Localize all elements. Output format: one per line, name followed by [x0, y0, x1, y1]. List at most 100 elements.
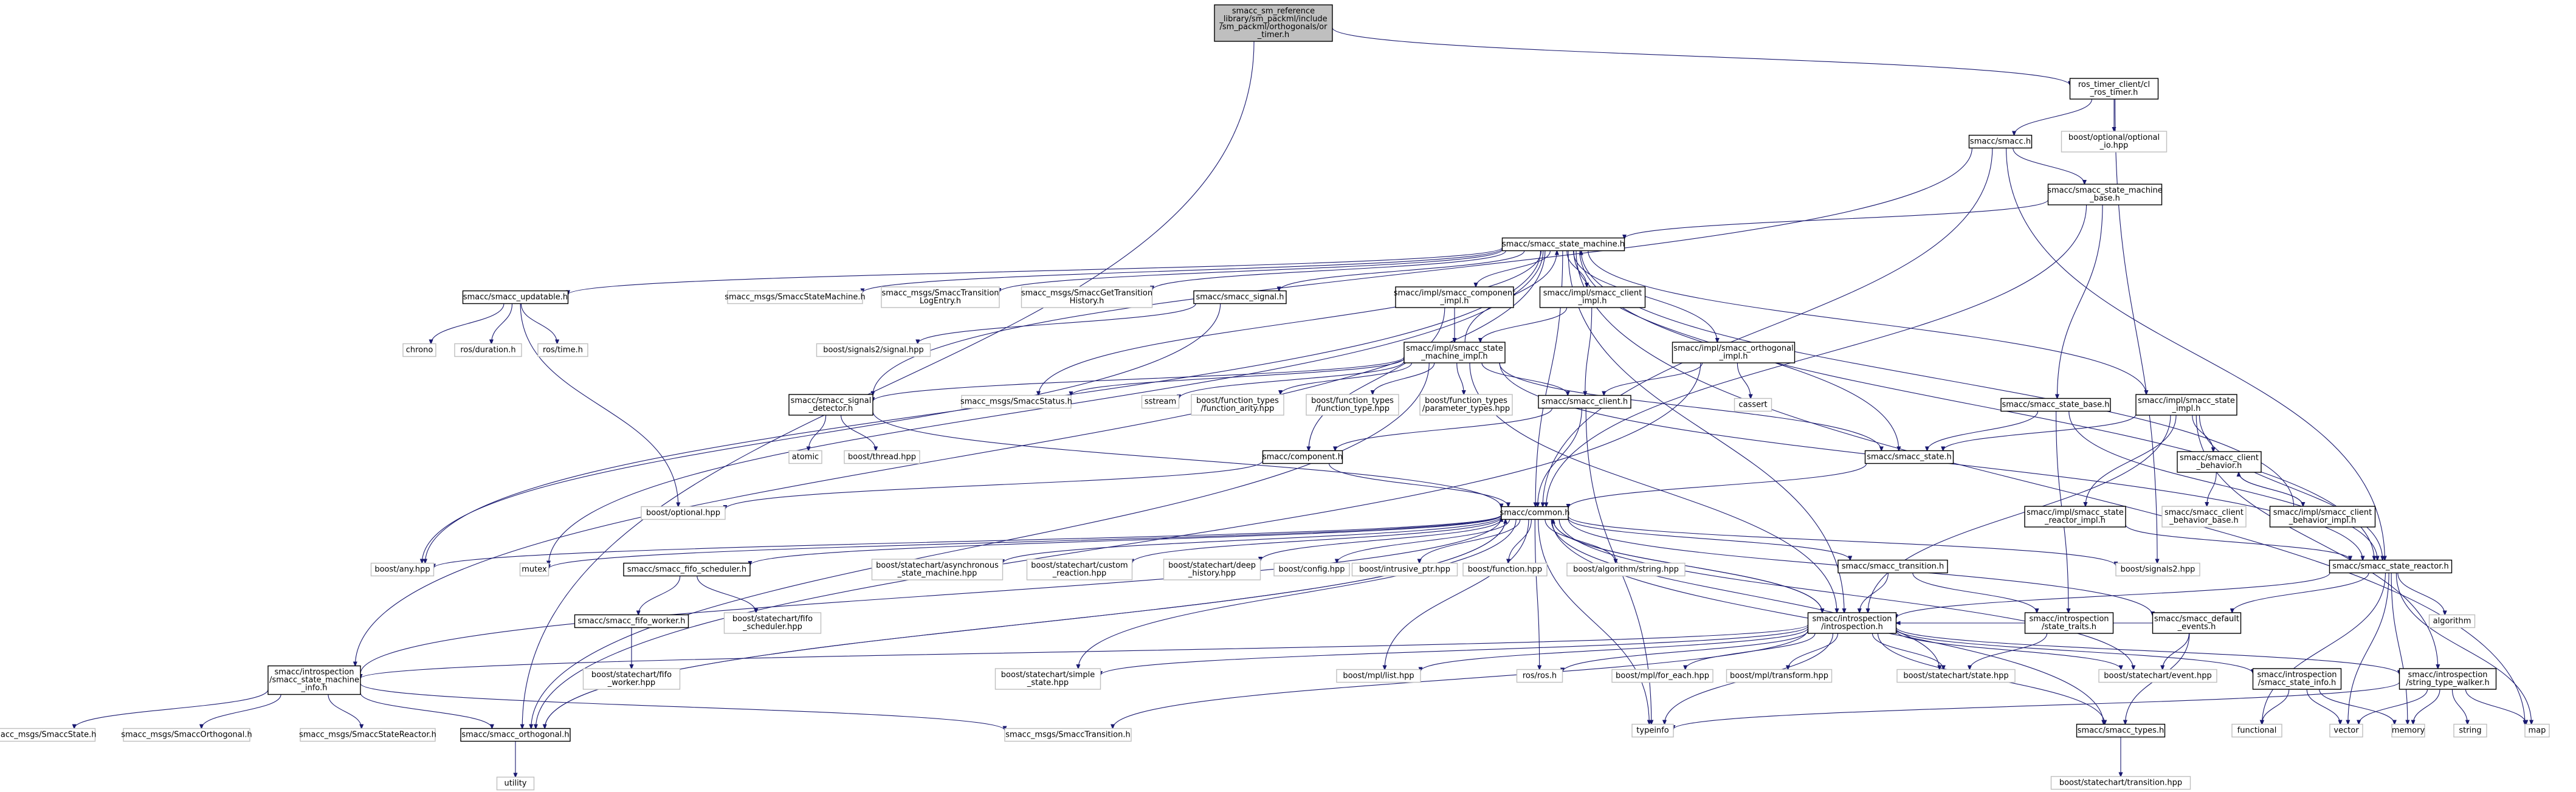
node-typeinfo[interactable]: typeinfo: [1631, 723, 1674, 738]
node-label: _impl.h: [1577, 297, 1607, 306]
node-signal-h[interactable]: smacc/smacc_signal.h: [1193, 290, 1287, 305]
node-intrusive-ptr[interactable]: boost/intrusive_ptr.hpp: [1351, 562, 1458, 577]
node-boost-thread[interactable]: boost/thread.hpp: [844, 450, 920, 464]
node-label: boost/config.hpp: [1278, 565, 1345, 574]
node-state-impl[interactable]: smacc/impl/smacc_state_impl.h: [2135, 394, 2237, 416]
edge-sm-impl-to-signal-detector: [873, 356, 1405, 401]
node-ft-param[interactable]: boost/function_types/parameter_types.hpp: [1419, 394, 1513, 416]
node-sc-transition[interactable]: boost/statechart/transition.hpp: [2050, 776, 2191, 790]
node-state-base[interactable]: smacc/smacc_state_base.h: [2000, 398, 2111, 412]
node-component-h[interactable]: smacc/component.h: [1262, 450, 1343, 464]
node-component-impl[interactable]: smacc/impl/smacc_component_impl.h: [1394, 286, 1515, 308]
node-type-walker[interactable]: smacc/introspection/string_type_walker.h: [2399, 668, 2497, 690]
node-common-h[interactable]: smacc/common.h: [1500, 506, 1570, 520]
node-transition-h[interactable]: smacc/smacc_transition.h: [1837, 559, 1948, 574]
node-root[interactable]: smacc_sm_reference_library/sm_packml/inc…: [1214, 4, 1333, 42]
node-ros-ros[interactable]: ros/ros.h: [1516, 669, 1563, 683]
node-sc-event[interactable]: boost/statechart/event.hpp: [2098, 669, 2217, 683]
node-boost-config[interactable]: boost/config.hpp: [1273, 562, 1350, 577]
edge-state-machine-h-to-msg-status: [1038, 250, 1542, 396]
node-vector[interactable]: vector: [2329, 723, 2363, 738]
node-map[interactable]: map: [2524, 723, 2550, 738]
node-sc-custom[interactable]: boost/statechart/custom_reaction.hpp: [1026, 559, 1133, 580]
node-boost-function[interactable]: boost/function.hpp: [1462, 562, 1548, 577]
node-mutex[interactable]: mutex: [519, 562, 549, 577]
node-memory[interactable]: memory: [2391, 723, 2425, 738]
node-mpl-list[interactable]: boost/mpl/list.hpp: [1336, 669, 1421, 683]
node-chrono[interactable]: chrono: [402, 343, 436, 357]
node-ft-type[interactable]: boost/function_types/function_type.hpp: [1306, 394, 1399, 416]
edge-common-h-to-sc-async: [1003, 515, 1502, 563]
node-algo-string[interactable]: boost/algorithm/string.hpp: [1566, 562, 1686, 577]
node-functional[interactable]: functional: [2231, 723, 2282, 738]
node-fifo-sched-bs[interactable]: boost/statechart/fifo_scheduler.hpp: [723, 612, 822, 634]
node-algorithm[interactable]: algorithm: [2428, 614, 2476, 628]
node-mpl-transform[interactable]: boost/mpl/transform.hpp: [1726, 669, 1833, 683]
node-sc-async[interactable]: boost/statechart/asynchronous_state_mach…: [871, 559, 1004, 580]
node-box: [1273, 562, 1350, 577]
node-simple-state[interactable]: boost/statechart/simple_state.hpp: [994, 668, 1101, 690]
node-client-behavior-base[interactable]: smacc/smacc_client_behavior_base.h: [2161, 506, 2247, 528]
node-default-events[interactable]: smacc/smacc_default_events.h: [2152, 612, 2242, 634]
node-sc-deep[interactable]: boost/statechart/deep_history.hpp: [1163, 559, 1261, 580]
edge-introspection-to-msg-transition: [1113, 629, 1809, 728]
node-state-traits[interactable]: smacc/introspection/state_traits.h: [2024, 612, 2114, 634]
node-msg-sm[interactable]: smacc_msgs/SmaccStateMachine.h: [725, 290, 866, 305]
node-boost-optional[interactable]: boost/optional.hpp: [641, 506, 726, 520]
node-label: smacc_sm_reference: [1232, 7, 1315, 16]
node-client-behavior-impl[interactable]: smacc/impl/smacc_client_behavior_impl.h: [2269, 506, 2376, 528]
node-client-behavior[interactable]: smacc/smacc_client_behavior.h: [2177, 451, 2262, 473]
node-msg-reactor[interactable]: smacc_msgs/SmaccStateReactor.h: [299, 728, 436, 742]
node-box: [641, 506, 726, 520]
node-ros-time[interactable]: ros/time.h: [537, 343, 588, 357]
node-ft-arity[interactable]: boost/function_types/function_arity.hpp: [1191, 394, 1284, 416]
node-state-machine-h[interactable]: smacc/smacc_state_machine.h: [1501, 237, 1625, 252]
edge-transition-h-to-introspection: [1859, 573, 1889, 613]
node-box: [1501, 237, 1625, 252]
node-boost-optional-io[interactable]: boost/optional/optional_io.hpp: [2061, 131, 2168, 153]
node-atomic[interactable]: atomic: [788, 450, 822, 464]
node-fifo-worker[interactable]: smacc/smacc_fifo_worker.h: [574, 614, 689, 628]
node-sm-impl[interactable]: smacc/impl/smacc_state_machine_impl.h: [1403, 342, 1506, 363]
node-signals2[interactable]: boost/signals2.hpp: [2115, 562, 2200, 577]
node-boost-any[interactable]: boost/any.hpp: [370, 562, 435, 577]
node-msg-transition[interactable]: smacc_msgs/SmaccTransition.h: [1004, 728, 1132, 742]
node-sm-info[interactable]: smacc/introspection/smacc_state_machine_…: [267, 665, 361, 695]
node-fifo-worker-bs[interactable]: boost/statechart/fifo_worker.hpp: [582, 668, 681, 690]
node-client-h[interactable]: smacc/smacc_client.h: [1538, 394, 1631, 409]
node-smacc-h[interactable]: smacc/smacc.h: [1968, 134, 2033, 149]
node-introspection[interactable]: smacc/introspection/introspection.h: [1807, 612, 1897, 634]
node-state-reactor-impl[interactable]: smacc/impl/smacc_state_reactor_impl.h: [2024, 506, 2126, 528]
node-sc-state[interactable]: boost/statechart/state.hpp: [1896, 669, 2016, 683]
node-label: smacc/smacc_orthogonal.h: [461, 731, 569, 740]
node-mpl-for-each[interactable]: boost/mpl/for_each.hpp: [1611, 669, 1713, 683]
node-orthogonal-h[interactable]: smacc/smacc_orthogonal.h: [460, 728, 571, 742]
node-box: [2177, 451, 2262, 473]
node-updatable[interactable]: smacc/smacc_updatable.h: [462, 290, 569, 305]
node-msg-orth[interactable]: smacc_msgs/SmaccOrthogonal.h: [121, 728, 252, 742]
node-cassert[interactable]: cassert: [1734, 398, 1772, 412]
node-utility[interactable]: utility: [496, 776, 535, 791]
node-client-impl[interactable]: smacc/impl/smacc_client_impl.h: [1539, 286, 1646, 308]
node-state-machine-base[interactable]: smacc/smacc_state_machine_base.h: [2047, 184, 2163, 205]
node-ros-duration[interactable]: ros/duration.h: [454, 343, 522, 357]
node-signal-detector[interactable]: smacc/smacc_signal_detector.h: [788, 394, 873, 416]
node-msg-state[interactable]: smacc_msgs/SmaccState.h: [0, 728, 97, 742]
node-smacc-types[interactable]: smacc/smacc_types.h: [2076, 723, 2166, 738]
node-label: _impl.h: [1718, 352, 1748, 361]
node-label: smacc/introspection: [2029, 615, 2109, 624]
node-string[interactable]: string: [2453, 723, 2487, 738]
node-ros-timer-client[interactable]: ros_timer_client/cl_ros_timer.h: [2069, 78, 2159, 100]
node-state-reactor[interactable]: smacc/smacc_state_reactor.h: [2329, 559, 2453, 574]
node-fifo-scheduler[interactable]: smacc/smacc_fifo_scheduler.h: [623, 562, 751, 577]
edge-common-h-to-intrusive-ptr: [1419, 519, 1521, 563]
node-label: smacc/impl/smacc_client: [2273, 508, 2372, 517]
node-msg-status[interactable]: smacc_msgs/SmaccStatus.h: [960, 394, 1072, 409]
node-signals2-signal[interactable]: boost/signals2/signal.hpp: [816, 343, 931, 357]
node-state-h[interactable]: smacc/smacc_state.h: [1864, 450, 1954, 464]
node-state-info[interactable]: smacc/introspection/smacc_state_info.h: [2252, 668, 2342, 690]
node-orthogonal-impl[interactable]: smacc/impl/smacc_orthogonal_impl.h: [1672, 342, 1796, 363]
node-sstream[interactable]: sstream: [1141, 394, 1180, 409]
